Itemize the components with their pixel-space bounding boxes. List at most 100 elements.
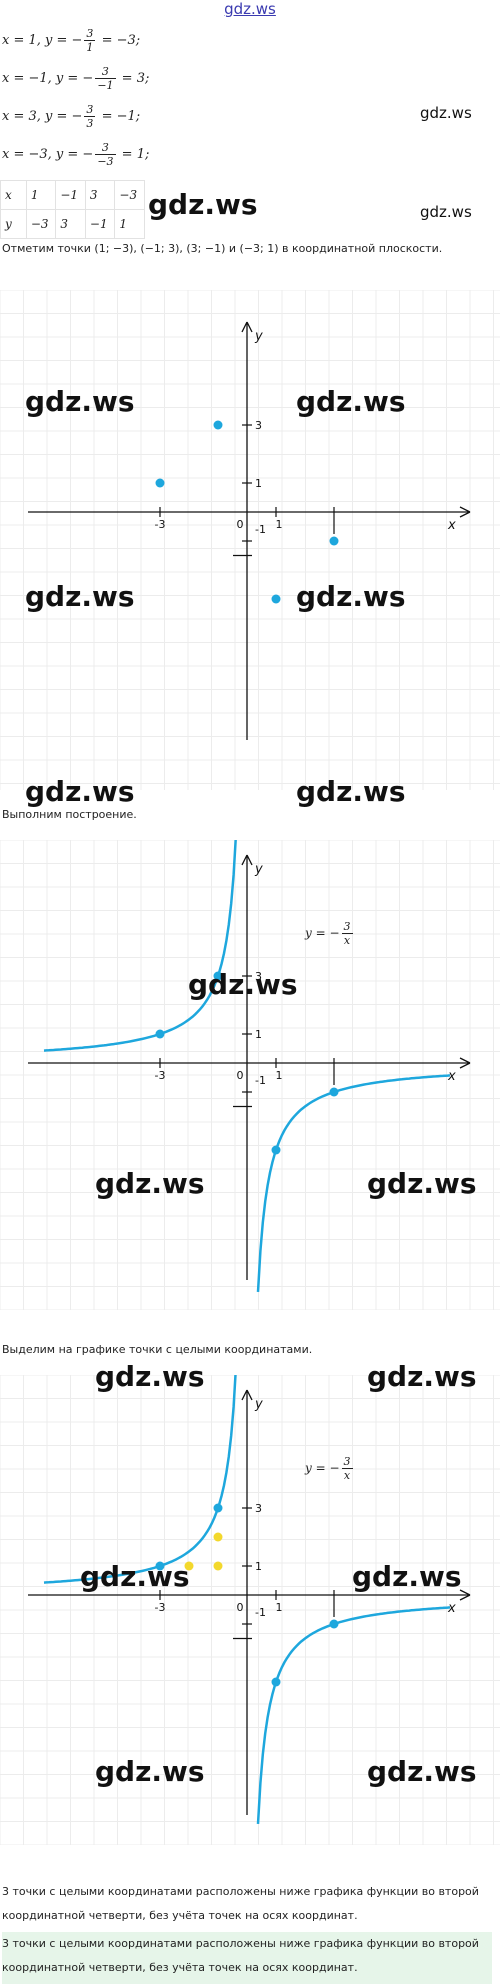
curve-branch-left: [43, 840, 237, 1052]
frac-num: 3: [341, 1455, 353, 1469]
table-cell: −1: [55, 180, 86, 210]
x-tick-label-1: 1: [276, 1069, 283, 1082]
x-axis-label: x: [447, 1601, 456, 1616]
table-cell: 1: [25, 180, 57, 210]
watermark: gdz.ws: [367, 1755, 477, 1788]
frac-num: 3: [84, 27, 96, 41]
watermark: gdz.ws: [367, 1167, 477, 1200]
frac-num: 3: [95, 65, 116, 79]
table-cell: −3: [114, 180, 145, 210]
calc-rhs: = −3;: [101, 33, 141, 48]
table-cell: −1: [84, 209, 116, 239]
y-tick-label-3: 3: [255, 419, 262, 432]
calc-lhs: x = 1, y = −: [2, 33, 83, 48]
table-row: x 1 −1 3 −3: [0, 180, 145, 210]
table-cell: x: [0, 180, 27, 210]
calc-rhs: = 1;: [121, 147, 150, 162]
y-tick-label-3: 3: [255, 970, 262, 983]
grid: [0, 1375, 500, 1845]
watermark: gdz.ws: [296, 580, 406, 613]
frac-num: 3: [341, 920, 353, 934]
frac-num: 3: [84, 103, 96, 117]
watermark: gdz.ws: [148, 188, 258, 221]
table-cell: −3: [25, 209, 57, 239]
header-watermark[interactable]: gdz.ws: [224, 0, 276, 18]
y-axis-label: y: [254, 862, 263, 877]
watermark: gdz.ws: [367, 1360, 477, 1393]
x-axis-arrow: [459, 1589, 471, 1601]
table-cell: 3: [84, 180, 116, 210]
calc-line-2: x = −1, y = −3−1 = 3;: [2, 65, 149, 92]
x-axis-arrow: [459, 1057, 471, 1069]
watermark: gdz.ws: [25, 775, 135, 808]
text-conclusion-2: 3 точки с целыми координатами расположен…: [2, 1932, 492, 1984]
frac-num: 3: [95, 141, 116, 155]
data-point: [329, 1087, 339, 1097]
watermark: gdz.ws: [420, 104, 472, 122]
frac-den: 3: [86, 117, 94, 130]
y-tick-label-neg1: -1: [255, 1074, 266, 1087]
y-tick-label-neg1: -1: [255, 523, 266, 536]
x-tick-label-1: 1: [276, 1601, 283, 1614]
origin-label: 0: [237, 1069, 244, 1082]
watermark: gdz.ws: [296, 385, 406, 418]
data-point: [155, 1029, 165, 1039]
y-tick-label-3: 3: [255, 1502, 262, 1515]
y-tick-label-1: 1: [255, 1560, 262, 1573]
watermark: gdz.ws: [95, 1755, 205, 1788]
data-point: [155, 1561, 165, 1571]
data-point: [213, 1503, 223, 1513]
text-conclusion-1: 3 точки с целыми координатами расположен…: [2, 1885, 479, 1922]
data-point: [271, 594, 281, 604]
grid: [0, 290, 500, 790]
axes: [28, 321, 471, 740]
watermark: gdz.ws: [420, 203, 472, 221]
data-point: [213, 971, 223, 981]
x-tick-label-neg3: -3: [155, 1601, 166, 1614]
x-tick-label-1: 1: [276, 518, 283, 531]
calc-lhs: x = −1, y = −: [2, 71, 94, 86]
data-point: [271, 1677, 281, 1687]
text-construct: Выполним построение.: [2, 808, 137, 821]
axes: [28, 854, 471, 1280]
data-point: [329, 1619, 339, 1629]
frac-den: 1: [86, 41, 94, 54]
y-tick-label-1: 1: [255, 1028, 262, 1041]
table-cell: 3: [55, 209, 86, 239]
integer-points: [184, 1532, 223, 1571]
origin-label: 0: [237, 1601, 244, 1614]
calc-lhs: x = −3, y = −: [2, 147, 94, 162]
grid: [0, 840, 500, 1310]
function-curve: [43, 1375, 451, 1824]
text-highlight: Выделим на графике точки с целыми коорди…: [2, 1343, 313, 1356]
curve-branch-left: [43, 1375, 237, 1584]
x-axis-label: x: [447, 1069, 456, 1084]
data-point: [271, 1145, 281, 1155]
axes: [28, 1389, 471, 1815]
watermark: gdz.ws: [25, 580, 135, 613]
data-point: [213, 420, 223, 430]
text-mark-points: Отметим точки (1; −3), (−1; 3), (3; −1) …: [2, 242, 443, 255]
y-axis-label: y: [254, 1397, 263, 1412]
data-point: [329, 536, 339, 546]
table-cell: 1: [114, 209, 145, 239]
x-axis-arrow: [459, 506, 471, 518]
y-axis-arrow: [241, 1389, 253, 1401]
curve-branch-right: [256, 1074, 451, 1292]
data-points: [155, 1503, 339, 1687]
watermark: gdz.ws: [296, 775, 406, 808]
function-curve: [43, 840, 451, 1292]
calc-fraction: 3−3: [95, 141, 116, 168]
watermark: gdz.ws: [188, 968, 298, 1001]
integer-point: [213, 1532, 223, 1542]
